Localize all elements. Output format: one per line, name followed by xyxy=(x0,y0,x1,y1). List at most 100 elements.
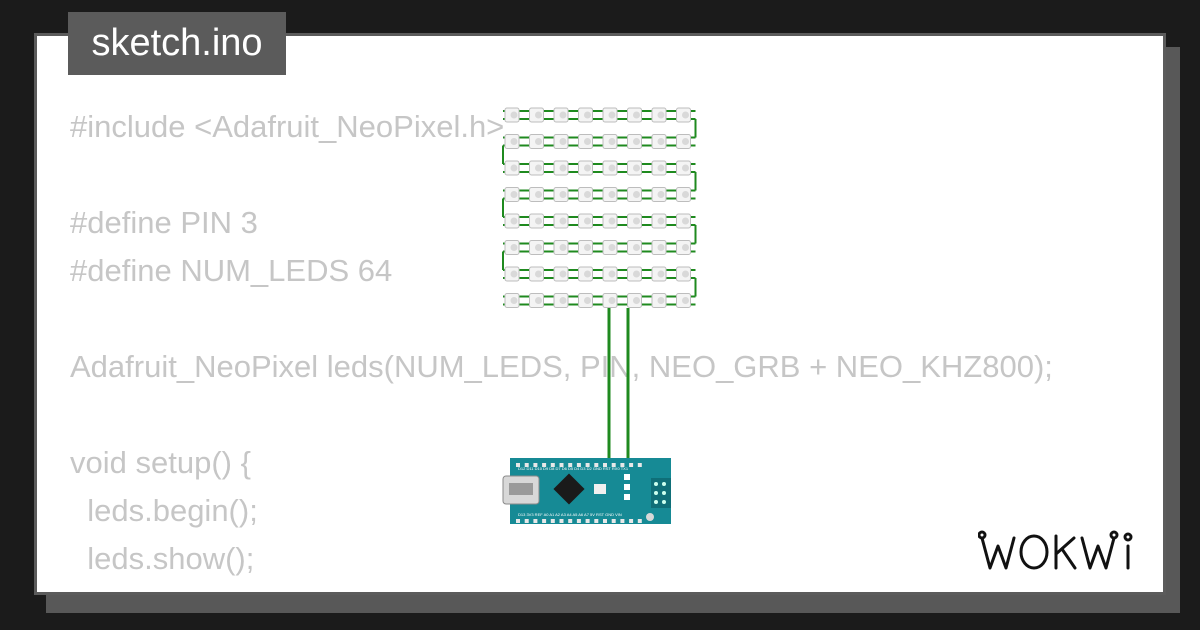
neopixel-lens xyxy=(608,138,616,145)
neopixel-lens xyxy=(682,244,689,251)
neopixel-lens xyxy=(559,138,567,145)
neopixel-lens xyxy=(584,297,591,304)
wokwi-logo xyxy=(978,530,1133,570)
neopixel-lens xyxy=(633,244,640,251)
neopixel-lens xyxy=(608,217,616,225)
microcontroller-chip-icon xyxy=(553,473,585,505)
neopixel-lens xyxy=(633,297,640,304)
neopixel-lens xyxy=(608,191,616,198)
signal-wires xyxy=(607,308,630,462)
neopixel-lens xyxy=(682,270,689,278)
header-pin xyxy=(516,519,520,523)
header-pin xyxy=(629,519,634,523)
neopixel-lens xyxy=(633,191,640,198)
neopixel-lens xyxy=(633,217,640,225)
neopixel-lens xyxy=(657,164,665,172)
preview-card: #include <Adafruit_NeoPixel.h>#define PI… xyxy=(34,33,1166,595)
neopixel-lens xyxy=(584,111,591,119)
arduino-nano-board: D12 D11 D10 D9 D8 D7 D6 D5 D4 D3 D2 GND … xyxy=(502,458,671,524)
header-pin xyxy=(516,463,520,467)
header-pin xyxy=(620,463,625,467)
neopixel-lens xyxy=(510,111,518,119)
header-pin xyxy=(629,463,634,467)
neopixel-lens xyxy=(535,138,542,145)
header-pin xyxy=(603,463,607,467)
neopixel-lens xyxy=(608,164,616,172)
neopixel-lens xyxy=(657,138,665,145)
neopixel-lens xyxy=(584,270,591,278)
bottom-pin-labels: D13 3V3 REF A0 A1 A2 A3 A4 A5 A6 A7 5V R… xyxy=(518,512,622,517)
header-pin xyxy=(594,519,599,523)
code-line: #include <Adafruit_NeoPixel.h> xyxy=(70,109,505,144)
neopixel-lens xyxy=(657,111,665,119)
neopixel-lens xyxy=(559,164,567,172)
neopixel-lens xyxy=(535,191,542,198)
neopixel-lens xyxy=(535,164,542,172)
neopixel-lens xyxy=(608,297,616,304)
code-line: void setup() { xyxy=(70,445,251,480)
neopixel-lens xyxy=(682,164,689,172)
neopixel-lens xyxy=(559,191,567,198)
neopixel-lens xyxy=(584,191,591,198)
neopixel-lens xyxy=(559,217,567,225)
neopixel-lens xyxy=(535,297,542,304)
header-pin xyxy=(559,463,564,467)
neopixel-lens xyxy=(657,191,665,198)
neopixel-lens xyxy=(657,297,665,304)
header-pin xyxy=(585,463,590,467)
neopixel-lens xyxy=(682,191,689,198)
neopixel-lens xyxy=(535,217,542,225)
neopixel-lens xyxy=(657,270,665,278)
header-pin xyxy=(542,463,547,467)
neopixel-lens xyxy=(608,244,616,251)
neopixel-lens xyxy=(510,270,518,278)
top-pin-labels: D12 D11 D10 D9 D8 D7 D6 D5 D4 D3 D2 GND … xyxy=(518,466,629,471)
neopixel-lens xyxy=(584,244,591,251)
neopixel-lens xyxy=(633,138,640,145)
neopixel-lens xyxy=(559,297,567,304)
header-pin xyxy=(611,463,616,467)
header-pin xyxy=(568,519,573,523)
header-pin xyxy=(594,463,599,467)
bottom-pin-row xyxy=(516,519,642,523)
header-pin xyxy=(585,519,590,523)
header-pin xyxy=(542,519,547,523)
neopixel-lens xyxy=(682,111,689,119)
neopixel-lens xyxy=(559,270,567,278)
neopixel-lens xyxy=(510,244,518,251)
neopixel-lens xyxy=(608,270,616,278)
code-line: leds.begin(); xyxy=(70,493,258,528)
neopixel-lens xyxy=(633,164,640,172)
neopixel-lens xyxy=(510,217,518,225)
led-matrix xyxy=(502,107,697,308)
header-pin xyxy=(576,519,581,523)
header-pin xyxy=(533,519,538,523)
neopixel-lens xyxy=(559,111,567,119)
neopixel-lens xyxy=(510,138,518,145)
header-pin xyxy=(637,463,642,467)
header-pin xyxy=(533,463,538,467)
header-pin xyxy=(620,519,625,523)
code-line: #define NUM_LEDS 64 xyxy=(70,253,393,288)
neopixel-lens xyxy=(608,111,616,119)
file-name-tab: sketch.ino xyxy=(68,12,286,75)
neopixel-lens xyxy=(535,111,542,119)
reset-button-icon xyxy=(646,513,654,521)
header-pin xyxy=(559,519,564,523)
neopixel-lens xyxy=(633,270,640,278)
neopixel-lens xyxy=(682,297,689,304)
header-pin xyxy=(524,463,529,467)
neopixel-lens xyxy=(510,164,518,172)
neopixel-lens xyxy=(584,217,591,225)
code-line: leds.show(); xyxy=(70,541,255,576)
header-pin xyxy=(550,519,555,523)
header-pin xyxy=(524,519,529,523)
header-pin xyxy=(568,463,573,467)
neopixel-lens xyxy=(510,297,518,304)
header-pin xyxy=(637,519,642,523)
neopixel-lens xyxy=(682,138,689,145)
header-pin xyxy=(550,463,555,467)
neopixel-lens xyxy=(510,191,518,198)
neopixel-lens xyxy=(559,244,567,251)
